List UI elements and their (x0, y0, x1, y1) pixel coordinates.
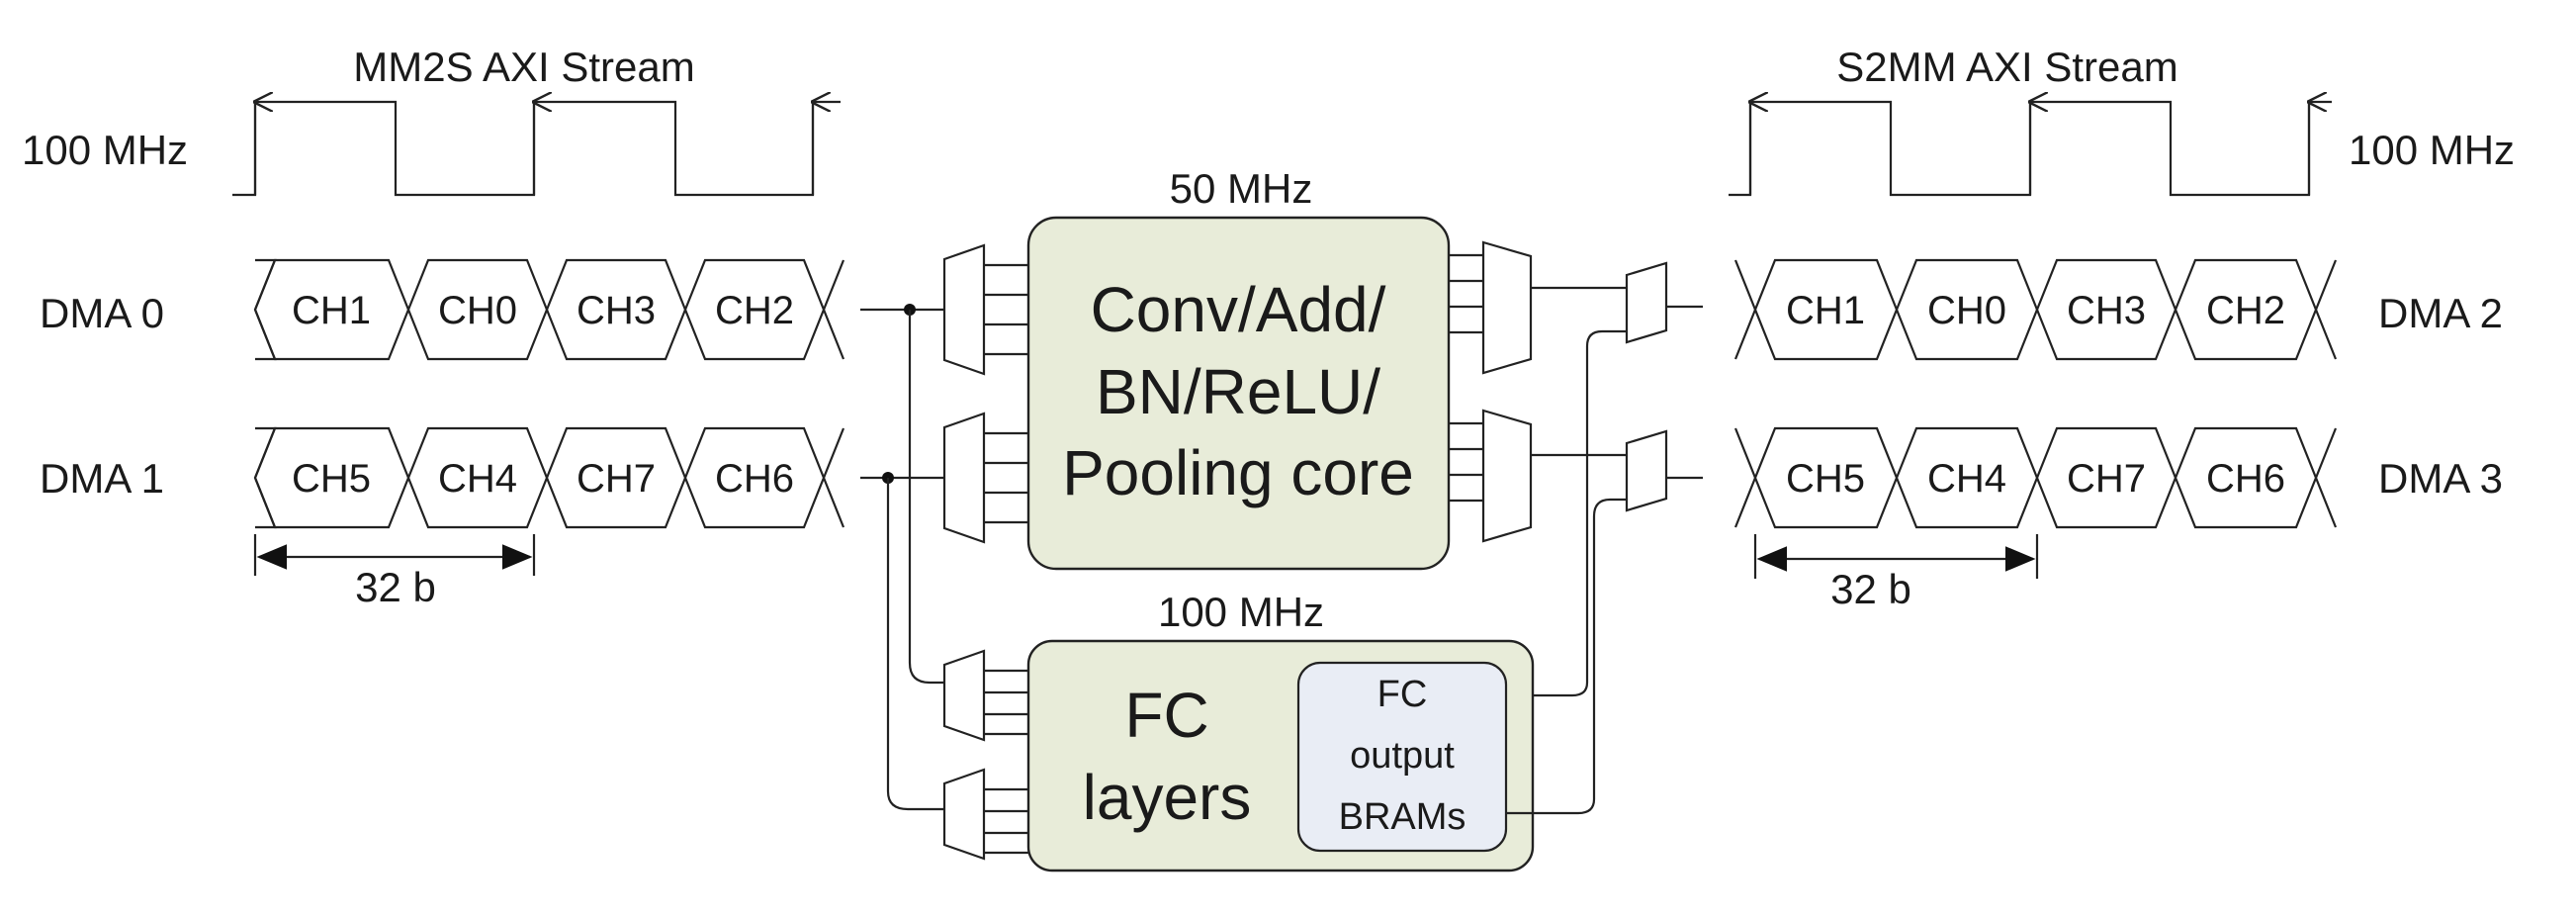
dma1-label: DMA 1 (40, 455, 164, 502)
right-clock-waveform (1729, 102, 2332, 197)
dma2-channel-bus: CH1 CH0 CH3 CH2 (1733, 258, 2338, 361)
input-demux-fc-b (942, 768, 1028, 861)
left-width-marker: 32 b (253, 534, 536, 610)
bram-line-2: output (1350, 735, 1455, 777)
dma3-channel-bus: CH5 CH4 CH7 CH6 (1733, 426, 2338, 529)
dma2-ch-3: CH2 (2206, 289, 2285, 332)
mm2s-stream-title: MM2S AXI Stream (353, 44, 694, 90)
dma0-ch-0: CH1 (292, 289, 371, 332)
s2mm-stream-title: S2MM AXI Stream (1836, 44, 2177, 90)
output-mux-dma2 (1531, 261, 1703, 697)
dma2-ch-0: CH1 (1786, 289, 1865, 332)
input-demux-mid (942, 412, 1028, 544)
core-output-mux-bottom (1449, 409, 1533, 543)
dma1-channel-bus: CH5 CH4 CH7 CH6 (253, 426, 845, 529)
left-width-label: 32 b (355, 564, 436, 610)
core-output-mux-top (1449, 240, 1533, 375)
dma2-ch-1: CH0 (1927, 289, 2006, 332)
core-title-line-2: BN/ReLU/ (1096, 356, 1380, 427)
dma1-ch-1: CH4 (438, 457, 517, 501)
dma0-ch-2: CH3 (577, 289, 656, 332)
fc-clock-label: 100 MHz (1158, 589, 1324, 635)
dma0-channel-bus: CH1 CH0 CH3 CH2 (253, 258, 845, 361)
bram-line-3: BRAMs (1339, 796, 1466, 838)
dma3-ch-2: CH7 (2067, 457, 2146, 501)
left-clock-waveform (232, 102, 841, 197)
dma3-ch-0: CH5 (1786, 457, 1865, 501)
input-wiring (860, 304, 944, 811)
fc-title-line-1: FC (1124, 680, 1208, 751)
dma2-label: DMA 2 (2378, 290, 2503, 336)
dma2-ch-2: CH3 (2067, 289, 2146, 332)
dma1-ch-3: CH6 (715, 457, 794, 501)
core-clock-label: 50 MHz (1170, 165, 1313, 212)
core-title-line-3: Pooling core (1062, 437, 1414, 508)
dma3-ch-1: CH4 (1927, 457, 2006, 501)
left-clock-label: 100 MHz (22, 127, 188, 173)
dma3-ch-3: CH6 (2206, 457, 2285, 501)
fc-title-line-2: layers (1083, 762, 1252, 833)
dma1-ch-2: CH7 (577, 457, 656, 501)
conv-core-block (1026, 216, 1451, 571)
dma3-label: DMA 3 (2378, 455, 2503, 502)
right-width-marker: 32 b (1753, 534, 2039, 612)
dma0-ch-1: CH0 (438, 289, 517, 332)
dma0-label: DMA 0 (40, 290, 164, 336)
bram-line-1: FC (1377, 674, 1428, 715)
right-clock-label: 100 MHz (2349, 127, 2515, 173)
fc-output-brams-block (1296, 661, 1508, 853)
dma1-ch-0: CH5 (292, 457, 371, 501)
right-width-label: 32 b (1830, 566, 1911, 612)
output-mux-dma3 (1506, 429, 1703, 815)
core-title-line-1: Conv/Add/ (1091, 274, 1386, 345)
dma0-ch-3: CH2 (715, 289, 794, 332)
input-demux-top (942, 243, 1028, 376)
input-demux-fc-a (942, 649, 1028, 742)
